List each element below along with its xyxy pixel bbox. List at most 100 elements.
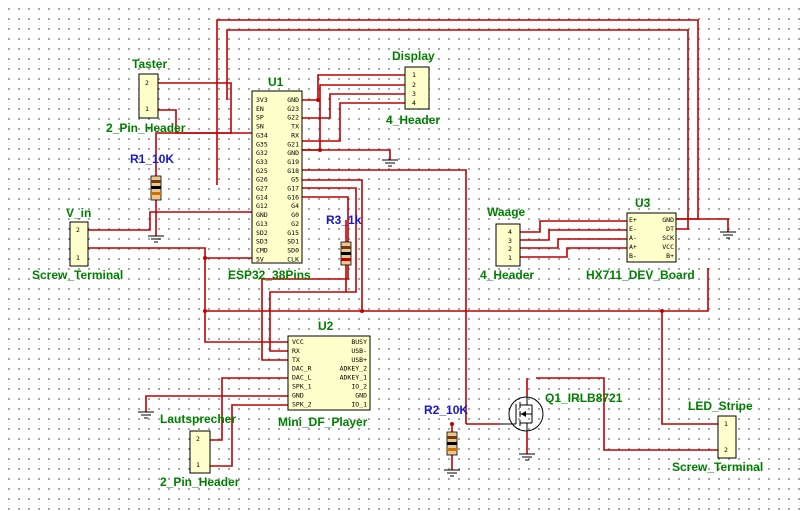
ground-icon: [148, 235, 164, 243]
lautsprecher-body: [189, 430, 211, 474]
u1-pin-left-sn: SN: [256, 123, 264, 131]
u3-pin-eminus: E-: [629, 225, 637, 233]
u3-value: HX711_DEV_Board: [586, 268, 695, 282]
v-in-body: [69, 221, 89, 267]
v-in-terminal[interactable]: 2 1 V_in Screw_Terminal: [32, 206, 123, 282]
waage-pin-3: 3: [508, 237, 512, 245]
waage-pin-1: 1: [508, 254, 512, 262]
u1-pin-left-g33: G33: [256, 158, 268, 166]
junction-dot: [203, 256, 207, 260]
r3-resistor[interactable]: R3_1k: [326, 213, 362, 266]
display-pin-1: 1: [412, 71, 416, 79]
r2-band: [447, 448, 457, 451]
r2-resistor[interactable]: R2_10K: [424, 403, 468, 456]
q1-ref: Q1: [545, 391, 561, 405]
r1-band: [151, 186, 161, 189]
display-header[interactable]: 1 2 3 4 Display 4_Header: [386, 49, 440, 127]
ground-symbols: [138, 159, 736, 477]
r1-label: R1_10K: [130, 152, 174, 166]
u1-pin-left-3v3: 3V3: [256, 96, 268, 104]
u3-pin-vcc: VCC: [662, 243, 674, 251]
u1-pin-right-g18: G18: [287, 167, 299, 175]
u2-ref: U2: [318, 319, 334, 333]
u2-pin-left-dac_l: DAC_L: [292, 374, 312, 382]
lautsprecher-value: 2_Pin_Header: [160, 475, 240, 489]
ground-icon: [444, 469, 460, 477]
u1-pin-labels: 3V3ENSPSNG34G35G32G33G25G26G27G14G12GNDG…: [256, 96, 299, 263]
v-in-pin-2: 2: [76, 226, 80, 234]
u1-pin-right-g22: G22: [287, 114, 299, 122]
u2-pin-left-spk_1: SPK_1: [292, 383, 312, 391]
r1-value: 10K: [152, 152, 174, 166]
taster-pin-1: 1: [145, 105, 149, 113]
u1-esp32[interactable]: 3V3ENSPSNG34G35G32G33G25G26G27G14G12GNDG…: [228, 75, 311, 282]
u2-pin-right-busy: BUSY: [351, 338, 367, 346]
u1-pin-left-g26: G26: [256, 176, 268, 184]
u1-pin-left-g34: G34: [256, 131, 268, 139]
taster-value: 2_Pin_Header: [106, 121, 186, 135]
u1-pin-left-g14: G14: [256, 193, 268, 201]
ground-icon: [519, 453, 535, 461]
r3-ref: R3: [326, 213, 342, 227]
lautsprecher-header[interactable]: 2 1 Lautsprecher 2_Pin_Header: [160, 412, 240, 489]
r1-band: [151, 180, 161, 183]
u1-pin-left-gnd: GND: [256, 211, 268, 219]
u2-df-player[interactable]: VCCRXTXDAC_RDAC_LSPK_1GNDSPK_2BUSYUSB-US…: [278, 319, 371, 429]
u1-pin-left-sd3: SD3: [256, 238, 268, 246]
u3-pin-dt: DT: [666, 225, 674, 233]
u1-body: [251, 90, 303, 264]
u1-pin-right-g15: G15: [287, 229, 299, 237]
display-ref: Display: [392, 49, 435, 63]
r3-band: [341, 246, 351, 249]
u1-pin-right-g5: G5: [291, 176, 299, 184]
v-in-pin-1: 1: [76, 254, 80, 262]
u1-pin-left-cmd: CMD: [256, 246, 268, 254]
u3-pin-eplus: E+: [629, 216, 637, 224]
u2-pin-left-tx: TX: [292, 356, 300, 364]
u1-pin-left-g32: G32: [256, 149, 268, 157]
taster-header[interactable]: 2 1 Taster 2_Pin_Header: [106, 57, 186, 135]
q1-arrow-icon: [521, 411, 526, 417]
q1-body: [508, 396, 544, 432]
q1-mosfet[interactable]: Q1_IRLB8721: [500, 391, 623, 432]
u1-pin-left-g35: G35: [256, 140, 268, 148]
u2-pin-right-usb-: USB-: [351, 347, 367, 355]
u1-pin-right-clk: CLK: [287, 255, 299, 263]
u1-pin-right-gnd: GND: [287, 96, 299, 104]
u3-pin-bminus: B-: [629, 252, 637, 260]
r3-band: [341, 258, 351, 261]
u1-pin-left-en: EN: [256, 105, 264, 113]
led-stripe-terminal[interactable]: 1 2 LED_Stripe Screw_Terminal: [672, 399, 763, 474]
waage-header[interactable]: 4 3 2 1 Waage 4_Header: [480, 205, 534, 282]
u1-pin-right-g19: G19: [287, 158, 299, 166]
junctions: [203, 98, 664, 426]
u2-pin-left-gnd: GND: [292, 391, 304, 399]
u2-body: [287, 335, 371, 411]
u2-pin-left-dac_r: DAC_R: [292, 365, 312, 373]
display-pin-3: 3: [412, 90, 416, 98]
u2-pin-right-gnd: GND: [355, 391, 367, 399]
u1-pin-right-g16: G16: [287, 193, 299, 201]
display-pin-2: 2: [412, 81, 416, 89]
r2-ref: R2: [424, 403, 440, 417]
u1-pin-right-rx: RX: [291, 131, 299, 139]
ground-icon: [382, 159, 398, 167]
led-stripe-value: Screw_Terminal: [672, 460, 763, 474]
u2-pin-left-vcc: VCC: [292, 338, 304, 346]
r1-ref: R1: [130, 152, 146, 166]
r1-resistor[interactable]: R1_10K: [130, 152, 174, 201]
lautsprecher-pin-1: 1: [196, 461, 200, 469]
junction-dot: [316, 98, 320, 102]
u1-ref: U1: [268, 75, 284, 89]
r2-band: [447, 442, 457, 445]
u3-pin-aminus: A-: [629, 234, 637, 242]
u1-pin-right-g17: G17: [287, 185, 299, 193]
u3-ref: U3: [635, 196, 651, 210]
u3-pin-aplus: A+: [629, 243, 637, 251]
u3-pin-sck: SCK: [662, 234, 674, 242]
r3-label: R3_1k: [326, 213, 362, 227]
ground-icon: [138, 411, 154, 419]
